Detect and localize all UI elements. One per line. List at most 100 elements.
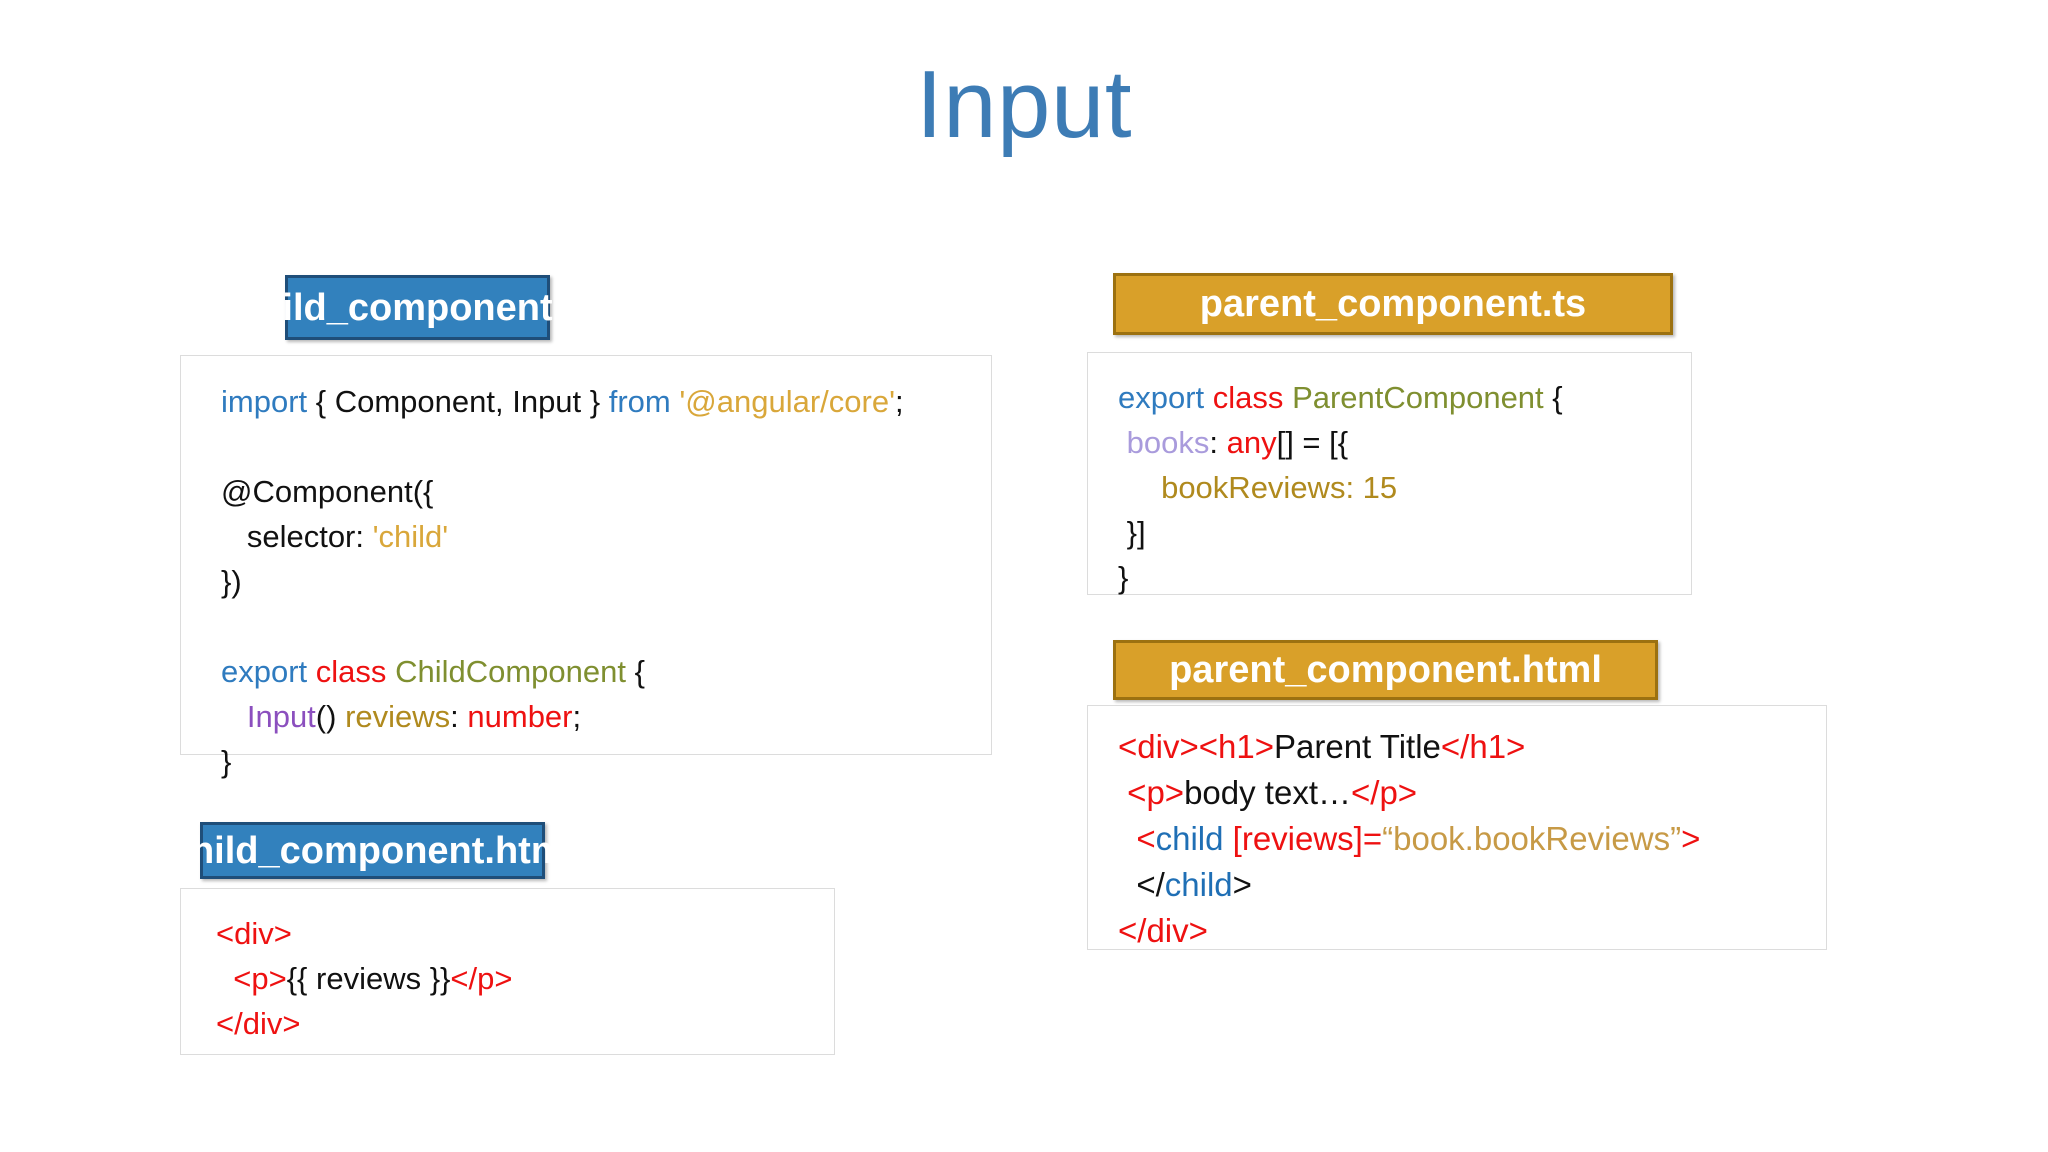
code-token: </div>	[216, 1006, 301, 1041]
parent-ts-file-header: parent_component.ts	[1113, 273, 1673, 335]
child-ts-code: import { Component, Input } from '@angul…	[181, 356, 991, 784]
code-token	[386, 654, 395, 689]
code-line: @Component({	[221, 469, 991, 514]
code-token	[1118, 774, 1127, 811]
code-line: <div>	[216, 911, 834, 956]
code-token: ParentComponent	[1292, 380, 1544, 415]
code-line: <p>{{ reviews }}</p>	[216, 956, 834, 1001]
code-line: </div>	[1118, 908, 1826, 954]
parent-ts-file-label: parent_component.ts	[1199, 283, 1587, 325]
parent-html-file-label: parent_component.html	[1169, 649, 1602, 691]
code-token: [] = [{	[1276, 425, 1349, 460]
code-token: <p>	[1127, 774, 1185, 811]
code-line	[221, 604, 991, 649]
code-token: {	[1543, 380, 1563, 415]
code-token: child	[1155, 820, 1224, 857]
code-token	[216, 961, 233, 996]
code-token: }]	[1118, 515, 1146, 550]
code-token	[1204, 380, 1213, 415]
code-line	[221, 424, 991, 469]
code-token: </div>	[1118, 912, 1208, 949]
parent-ts-code: export class ParentComponent { books: an…	[1088, 353, 1691, 600]
code-token: [reviews]=	[1232, 820, 1383, 857]
code-line: </child>	[1118, 862, 1826, 908]
code-token: Parent Title	[1273, 728, 1441, 765]
code-token: </p>	[450, 961, 513, 996]
code-token	[1223, 820, 1232, 857]
code-token: bookReviews: 15	[1161, 470, 1398, 505]
code-token: <div><h1>	[1118, 728, 1274, 765]
code-token: {	[625, 654, 645, 689]
code-line: }	[221, 739, 991, 784]
parent-html-code: <div><h1>Parent Title</h1> <p>body text……	[1088, 706, 1826, 954]
code-line: books: any[] = [{	[1118, 420, 1691, 465]
child-html-file-label: child_component.html	[169, 829, 576, 872]
code-line: })	[221, 559, 991, 604]
child-ts-code-box: import { Component, Input } from '@angul…	[180, 355, 992, 779]
code-token: child	[1164, 866, 1233, 903]
child-html-code-box: <div> <p>{{ reviews }}</p> </div>	[180, 888, 835, 1055]
code-token: <p>	[233, 961, 287, 996]
code-line: selector: 'child'	[221, 514, 991, 559]
code-token: </h1>	[1440, 728, 1526, 765]
code-token: Input	[246, 699, 316, 734]
code-token: '@angular/core'	[679, 384, 896, 419]
child-ts-file-label: child_component.ts	[238, 286, 597, 329]
code-line: export class ChildComponent {	[221, 649, 991, 694]
code-token	[1118, 425, 1127, 460]
code-token	[1118, 470, 1161, 505]
code-token: class	[1212, 380, 1284, 415]
code-token	[307, 654, 316, 689]
code-token: </	[1118, 866, 1165, 903]
code-line: }	[1118, 555, 1691, 600]
code-line: <p>body text…</p>	[1118, 770, 1826, 816]
code-token: <	[1118, 820, 1156, 857]
code-line: <div><h1>Parent Title</h1>	[1118, 724, 1826, 770]
code-token: :	[450, 699, 468, 734]
code-line: export class ParentComponent {	[1118, 375, 1691, 420]
code-token: any	[1226, 425, 1277, 460]
code-line: </div>	[216, 1001, 834, 1046]
code-token: >	[1232, 866, 1252, 903]
parent-html-file-header: parent_component.html	[1113, 640, 1658, 700]
code-line: }]	[1118, 510, 1691, 555]
page-title: Input	[915, 51, 1132, 158]
code-token: reviews	[345, 699, 451, 734]
code-token: :	[1209, 425, 1227, 460]
code-token: ()	[315, 699, 346, 734]
code-line: bookReviews: 15	[1118, 465, 1691, 510]
code-token: <div>	[216, 916, 292, 951]
code-line: import { Component, Input } from '@angul…	[221, 379, 991, 424]
code-token: “book.bookReviews”	[1382, 820, 1682, 857]
code-token	[1283, 380, 1292, 415]
code-token: 'child'	[372, 519, 449, 554]
code-token: }	[1118, 560, 1129, 595]
code-token: </p>	[1351, 774, 1418, 811]
code-token: ChildComponent	[395, 654, 626, 689]
code-token: {{ reviews }}	[286, 961, 451, 996]
parent-html-code-box: <div><h1>Parent Title</h1> <p>body text……	[1087, 705, 1827, 950]
child-html-code: <div> <p>{{ reviews }}</p> </div>	[181, 889, 834, 1046]
code-token: >	[1681, 820, 1701, 857]
code-token: class	[315, 654, 387, 689]
code-token: }	[221, 744, 232, 779]
code-token: { Component, Input }	[307, 384, 609, 419]
code-line: <child [reviews]=“book.bookReviews”>	[1118, 816, 1826, 862]
code-token: import	[221, 384, 308, 419]
child-html-file-header: child_component.html	[170, 822, 575, 879]
code-token: ;	[572, 699, 582, 734]
code-token: selector:	[221, 519, 373, 554]
code-token: export	[1118, 380, 1205, 415]
code-line: Input() reviews: number;	[221, 694, 991, 739]
parent-ts-code-box: export class ParentComponent { books: an…	[1087, 352, 1692, 595]
code-token: from	[608, 384, 671, 419]
code-token: })	[221, 564, 242, 599]
child-ts-file-header: child_component.ts	[238, 275, 597, 340]
code-token	[221, 699, 247, 734]
code-token: books	[1126, 425, 1210, 460]
code-token: @Component({	[221, 474, 434, 509]
code-token: ;	[895, 384, 904, 419]
code-token: body text…	[1184, 774, 1351, 811]
code-token: number	[467, 699, 573, 734]
